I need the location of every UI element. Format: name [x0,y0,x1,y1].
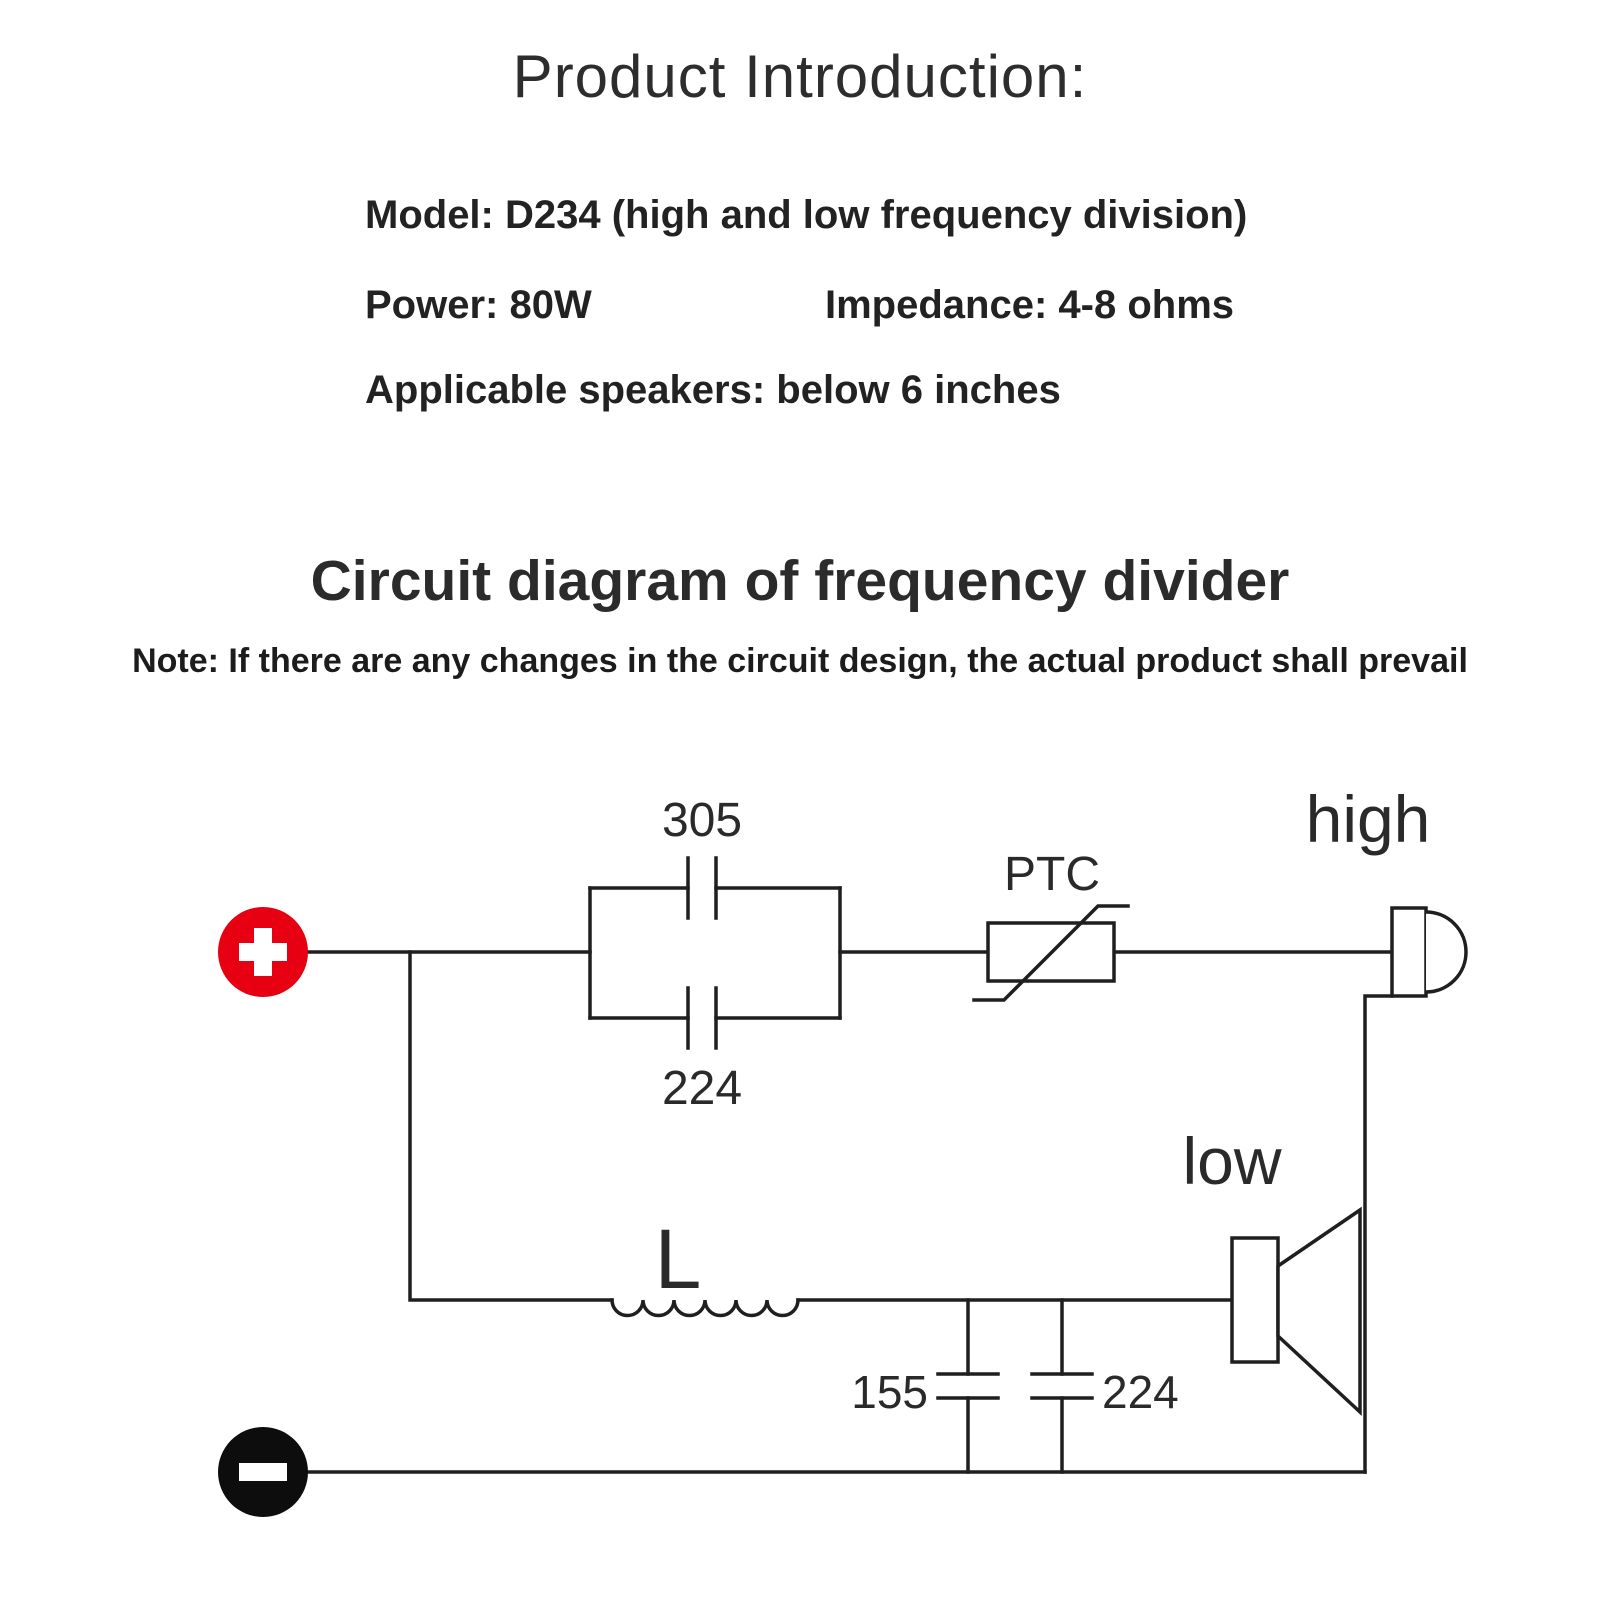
diagram-note: Note: If there are any changes in the ci… [132,642,1468,680]
cap-top-value-label: 305 [662,794,742,847]
woofer-cone [1276,1206,1362,1417]
spec-power: Power: 80W [365,283,592,327]
plus-cross-vertical [254,928,272,976]
capacitor-top-plates-icon [686,856,718,920]
minus-terminal-icon [218,1427,308,1517]
inductor-coil [610,1298,800,1318]
shunt-capacitor-2-icon: 224 [1030,1298,1179,1474]
wire-tweeter-return [1363,994,1394,1474]
tweeter-dome [1425,910,1468,994]
cap1-plates [936,1372,1000,1400]
tweeter-speaker-icon: high [1306,782,1468,998]
low-label: low [1182,1124,1281,1198]
inductor-label: L [655,1212,702,1306]
shunt-capacitor-1-icon: 155 [851,1298,1000,1474]
circuit-wires [306,950,1394,1474]
woofer-speaker-icon: low [1182,1124,1362,1417]
spec-impedance: Impedance: 4-8 ohms [825,283,1235,327]
ptc-thermistor-icon: PTC [972,848,1130,1002]
spec-speakers: Applicable speakers: below 6 inches [365,368,1061,412]
wire-low-branch [408,950,614,1302]
cap2-plates [1030,1372,1094,1400]
minus-bar [239,1463,287,1481]
high-label: high [1306,782,1431,856]
diagram-heading: Circuit diagram of frequency divider [310,549,1290,613]
plus-terminal-icon [218,907,308,997]
page-title: Product Introduction: [512,43,1088,110]
circuit-diagram: 305 224 PTC high L 155 [0,760,1600,1560]
woofer-body [1230,1236,1280,1364]
capacitor-bottom-plates-icon [686,986,718,1050]
cap-shunt1-value-label: 155 [851,1366,928,1418]
ptc-label: PTC [1004,848,1100,901]
spec-model: Model: D234 (high and low frequency divi… [365,193,1248,237]
ptc-diagonal [972,904,1130,1002]
cap-shunt2-value-label: 224 [1102,1366,1179,1418]
inductor-coil-icon: L [610,1212,800,1318]
circuit-svg: 305 224 PTC high L 155 [218,782,1468,1517]
cap-bottom-value-label: 224 [662,1062,742,1115]
tweeter-body [1390,906,1428,998]
parallel-capacitor-box: 305 224 [588,794,842,1115]
